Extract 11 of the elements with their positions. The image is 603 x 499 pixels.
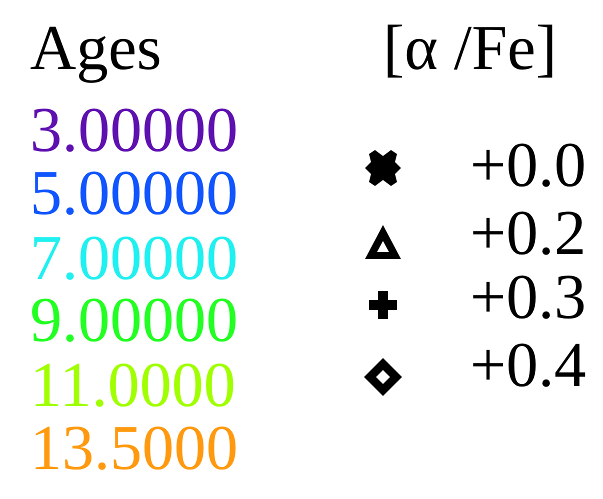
legend-entry: 11.0000: [30, 353, 236, 417]
legend-label: +0.0: [470, 133, 586, 197]
legend-entry: 5.00000: [30, 161, 238, 225]
legend-heading: [α /Fe]: [383, 16, 557, 80]
legend-entry: 13.5000: [30, 416, 238, 480]
legend-label: +0.2: [470, 201, 586, 265]
legend-label: +0.3: [470, 265, 586, 329]
legend-entry: 9.00000: [30, 288, 238, 352]
legend-label: +0.4: [470, 333, 586, 397]
legend-entry: 7.00000: [30, 226, 238, 290]
legend-entry: 3.00000: [30, 98, 238, 162]
